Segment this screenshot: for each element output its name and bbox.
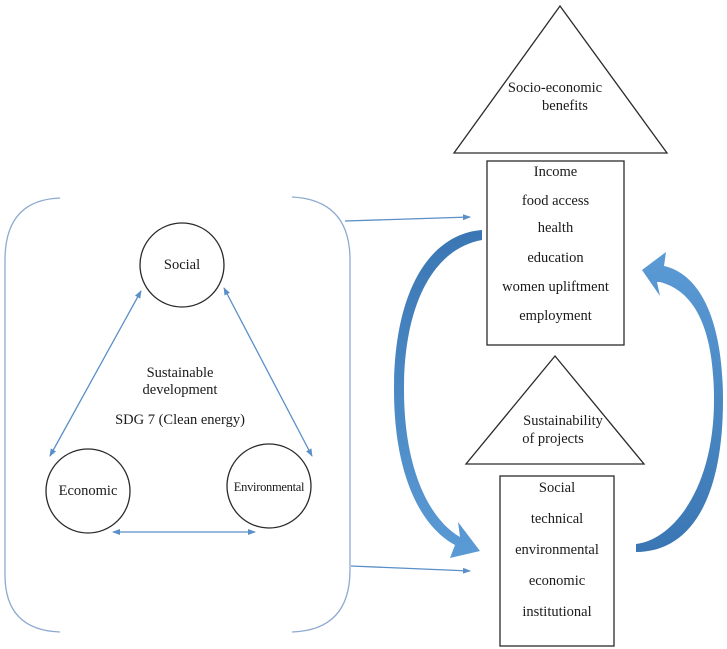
left-bracket [4, 197, 61, 633]
list-item: food access [521, 193, 590, 209]
connector-to-sustainability [350, 565, 471, 574]
curved-arrow-up [636, 252, 723, 552]
list-item: institutional [522, 604, 592, 620]
center-title-line1: Sustainable [146, 365, 214, 381]
right-bracket [291, 196, 351, 633]
list-item: Social [538, 480, 576, 496]
environmental-circle [226, 443, 312, 529]
pillar-economic-label: Economic [58, 483, 118, 499]
list-item: technical [530, 511, 584, 527]
pillar-environmental-label: Environmental [233, 480, 305, 494]
center-title-line2: development [142, 382, 218, 398]
list-item: health [537, 220, 574, 236]
socio-economic-box [486, 160, 625, 346]
social-economic-arrow [49, 290, 142, 457]
curved-arrow-down [394, 230, 482, 558]
sustainability-list: Social technical environmental economic … [500, 480, 614, 635]
social-circle [139, 222, 225, 308]
list-item: employment [519, 308, 592, 324]
socio-economic-title-line2: benefits [542, 98, 588, 114]
connector-to-socio-economic [344, 214, 471, 222]
list-item: environmental [515, 542, 599, 558]
sustainability-title-line1: Sustainability [523, 413, 603, 429]
list-item: economic [528, 573, 586, 589]
sustainability-box [499, 475, 615, 647]
list-item: education [527, 250, 584, 266]
socio-economic-triangle [452, 4, 669, 154]
socio-economic-title-line1: Socio-economic [507, 80, 603, 96]
sustainability-title-line2: of projects [522, 431, 584, 447]
center-subtitle: SDG 7 (Clean energy) [115, 412, 245, 428]
sustainability-triangle [464, 354, 646, 465]
list-item: Income [533, 164, 578, 180]
social-environmental-arrow [223, 287, 313, 457]
list-item: women upliftment [502, 279, 609, 295]
economic-circle [45, 448, 131, 534]
pillar-social-label: Social [163, 257, 201, 273]
socio-economic-list: Income food access health education wome… [487, 164, 624, 335]
